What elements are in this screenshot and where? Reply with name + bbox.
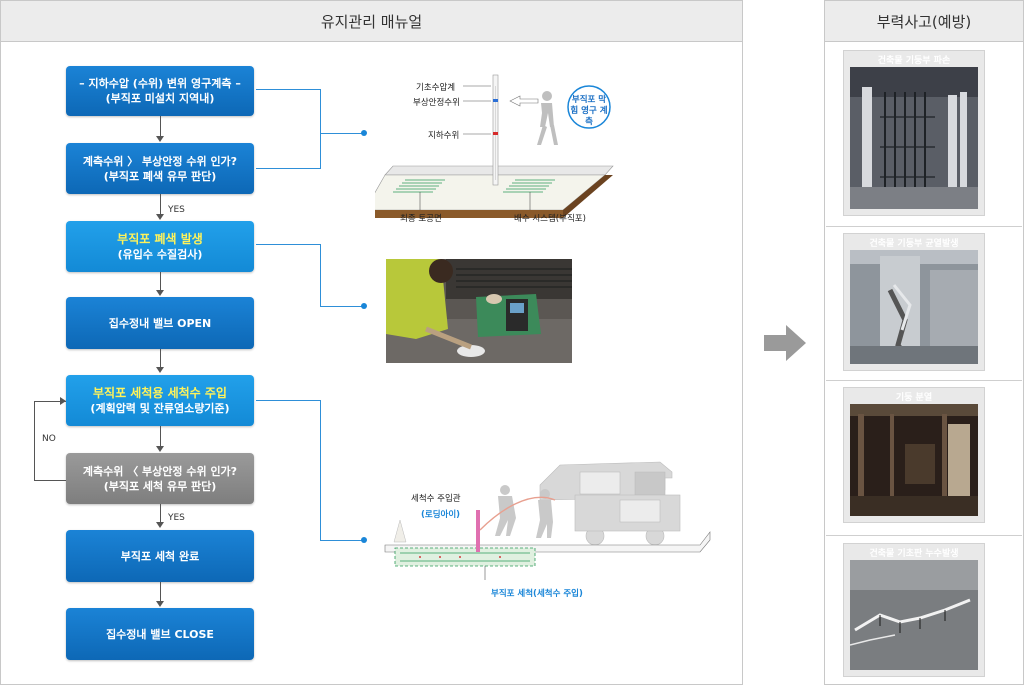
- accident-card-1: 건축물 기둥부 파손: [843, 50, 985, 216]
- arrow-down-icon: [156, 290, 164, 296]
- flow-step-6-sub: (부직포 세척 유무 판단): [103, 479, 217, 493]
- connector-dot: [361, 303, 367, 309]
- flow-step-4-title: 집수정내 밸브 OPEN: [108, 316, 212, 330]
- accident-title: 건축물 기초판 누수발생: [869, 549, 959, 559]
- yes-label: YES: [168, 513, 185, 523]
- flow-arrow: [160, 116, 161, 136]
- flow-step-8: 집수정내 밸브 CLOSE: [66, 608, 254, 660]
- accident-title: 건축물 기둥부 균열발생: [869, 239, 959, 249]
- label-drain-system: 배수 시스템(부직포): [514, 214, 586, 224]
- foundation-leak-photo: [850, 560, 978, 670]
- groundwater-monitoring-diagram: [375, 74, 614, 218]
- connector-3-h: [320, 540, 364, 541]
- arrow-down-icon: [156, 367, 164, 373]
- arrow-down-icon: [156, 136, 164, 142]
- connector-1: [256, 89, 321, 169]
- flow-step-7-title: 부직포 세척 완료: [120, 549, 200, 563]
- flow-step-6-title: 계측수위 〈 부상안정 수위 인가?: [82, 464, 238, 478]
- yes-label: YES: [168, 205, 185, 215]
- flow-step-7: 부직포 세척 완료: [66, 530, 254, 582]
- flow-arrow: [160, 426, 161, 446]
- arrow-right-icon: [60, 397, 66, 405]
- water-quality-test-photo: [386, 259, 572, 363]
- label-stable-level: 부상안정수위: [413, 98, 460, 108]
- label-final-earthwork: 최종 토공면: [400, 214, 442, 224]
- accident-title: 건축물 기둥부 파손: [877, 56, 951, 66]
- flow-step-5: 부직포 세척용 세척수 주입 (계획압력 및 잔류염소량기준): [66, 375, 254, 426]
- panel-title: 유지관리 매뉴얼: [1, 1, 742, 42]
- arrow-right-icon: [764, 325, 806, 365]
- label-nonwoven-cleaning: 부직포 세척(세척수 주입): [491, 589, 583, 599]
- flow-step-1-title: – 지하수압 (수위) 변위 영구계측 –: [79, 77, 241, 90]
- column-crack-photo: [850, 250, 978, 364]
- label-groundwater-level: 지하수위: [428, 131, 460, 141]
- flow-step-4: 집수정내 밸브 OPEN: [66, 297, 254, 349]
- arrow-down-icon: [156, 214, 164, 220]
- divider: [826, 535, 1022, 536]
- accident-card-2: 건축물 기둥부 균열발생: [843, 233, 985, 371]
- flow-step-3-sub: (유입수 수질검사): [117, 247, 203, 261]
- bubble-text: 부직포 막힘 영구 계측: [570, 95, 608, 127]
- connector-2-h: [320, 306, 364, 307]
- panel-title: 부력사고(예방): [825, 1, 1023, 42]
- divider: [826, 226, 1022, 227]
- flow-arrow: [160, 504, 161, 522]
- flow-arrow: [160, 272, 161, 290]
- label-loading-eye: (로딩아이): [421, 510, 461, 520]
- arrow-down-icon: [156, 522, 164, 528]
- flow-arrow: [160, 194, 161, 214]
- flow-step-1: – 지하수압 (수위) 변위 영구계측 – (부직포 미설치 지역내): [66, 66, 254, 116]
- flow-step-5-sub: (계획압력 및 잔류염소량기준): [90, 401, 230, 415]
- arrow-down-icon: [156, 446, 164, 452]
- flow-step-2: 계측수위 〉 부상안정 수위 인가? (부직포 폐색 유무 판단): [66, 143, 254, 194]
- cleaning-injection-diagram: [384, 461, 711, 580]
- flow-step-5-title: 부직포 세척용 세척수 주입: [93, 385, 227, 400]
- connector-dot: [361, 130, 367, 136]
- column-split-photo: [850, 404, 978, 516]
- connector-2: [256, 244, 321, 307]
- flow-step-6: 계측수위 〈 부상안정 수위 인가? (부직포 세척 유무 판단): [66, 453, 254, 504]
- arrow-down-icon: [156, 601, 164, 607]
- connector-1-h: [320, 133, 364, 134]
- flow-step-3-title: 부직포 폐색 발생: [117, 231, 203, 246]
- label-foundation-pressure-gauge: 기초수압계: [416, 83, 456, 93]
- flow-arrow: [160, 582, 161, 601]
- flow-step-1-sub: (부직포 미설치 지역내): [105, 92, 215, 105]
- flow-step-2-title: 계측수위 〉 부상안정 수위 인가?: [82, 154, 238, 168]
- label-injection-pipe: 세척수 주입관: [411, 494, 461, 504]
- no-label: NO: [42, 434, 56, 444]
- connector-3: [256, 400, 321, 541]
- accident-card-4: 건축물 기초판 누수발생: [843, 543, 985, 677]
- no-loop-line: [34, 401, 66, 481]
- connector-dot: [361, 537, 367, 543]
- flow-arrow: [160, 349, 161, 367]
- divider: [826, 380, 1022, 381]
- accident-card-3: 기둥 분열: [843, 387, 985, 523]
- flow-step-3: 부직포 폐색 발생 (유입수 수질검사): [66, 221, 254, 272]
- accident-title: 기둥 분열: [895, 393, 933, 403]
- flow-step-8-title: 집수정내 밸브 CLOSE: [106, 627, 214, 641]
- flow-step-2-sub: (부직포 폐색 유무 판단): [103, 169, 217, 183]
- column-damage-photo: [850, 67, 978, 209]
